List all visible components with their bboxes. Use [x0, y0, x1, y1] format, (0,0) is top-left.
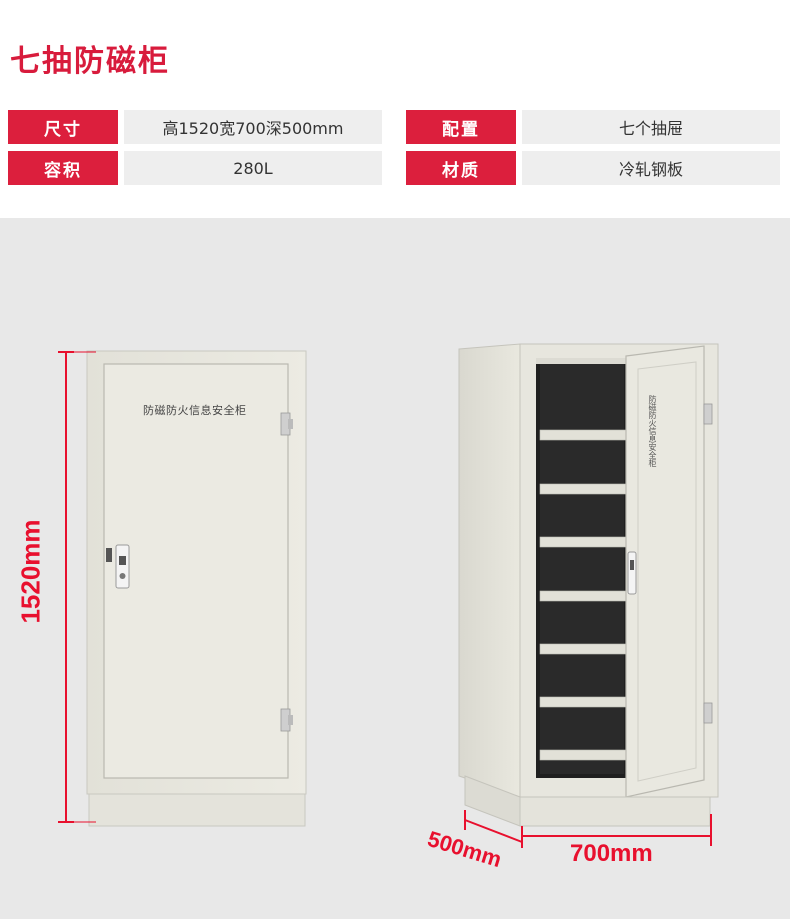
- drawer-stack: [539, 429, 627, 761]
- open-door-label: 防磁防火信息安全柜: [648, 395, 657, 467]
- spec-value: 高1520宽700深500mm: [124, 110, 382, 144]
- spec-value: 冷轧钢板: [522, 151, 780, 185]
- spec-row-config: 配置 七个抽屉: [406, 110, 780, 144]
- spec-label: 配置: [406, 110, 516, 144]
- spec-value: 280L: [124, 151, 382, 185]
- width-dimension-label: 700mm: [570, 840, 653, 867]
- spec-row-size: 尺寸 高1520宽700深500mm: [8, 110, 382, 144]
- open-cabinet: [458, 343, 719, 827]
- spec-row-volume: 容积 280L: [8, 151, 382, 185]
- door-label: 防磁防火信息安全柜: [143, 404, 247, 417]
- spec-label: 尺寸: [8, 110, 118, 144]
- spec-value: 七个抽屉: [522, 110, 780, 144]
- height-dimension-label: 1520mm: [15, 519, 46, 624]
- spec-row-material: 材质 冷轧钢板: [406, 151, 780, 185]
- front-cabinet: [86, 350, 307, 827]
- dimension-lines: [58, 351, 712, 848]
- page-title: 七抽防磁柜: [10, 44, 170, 79]
- spec-label: 材质: [406, 151, 516, 185]
- spec-label: 容积: [8, 151, 118, 185]
